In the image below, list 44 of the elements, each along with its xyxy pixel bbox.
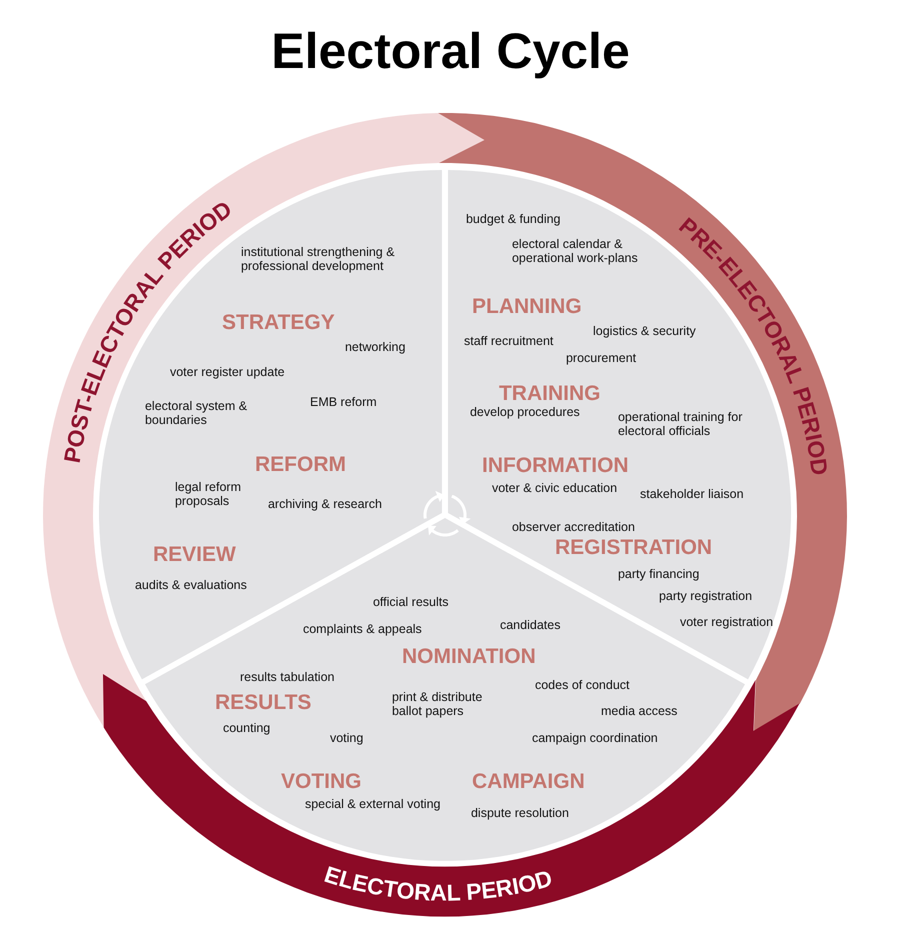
activity-label: develop procedures — [470, 404, 580, 419]
period-label: ELECTORAL PERIOD — [322, 861, 556, 906]
diagram-title: Electoral Cycle — [271, 23, 630, 79]
activity-label: archiving & research — [268, 496, 382, 511]
activity-label: EMB reform — [310, 394, 377, 409]
activity-label: staff recruitment — [464, 334, 554, 348]
activity-label: networking — [344, 340, 406, 354]
activity-label: counting — [222, 721, 270, 735]
phase-heading: NOMINATION — [402, 646, 536, 668]
phase-heading: STRATEGY — [222, 312, 335, 334]
phase-heading: REFORM — [254, 454, 346, 476]
activity-label: voting — [330, 731, 364, 745]
activity-label: party registration — [658, 588, 752, 603]
activity-label: electoral calendar & operational work-plans — [512, 236, 639, 265]
activity-label: budget & funding — [466, 212, 561, 226]
phase-heading: CAMPAIGN — [472, 771, 585, 793]
activity-label: codes of conduct — [534, 678, 630, 692]
activity-label: operational training for electoral officials — [618, 410, 744, 438]
activity-label: results tabulation — [240, 670, 334, 684]
activity-label: official results — [372, 595, 448, 609]
activity-label: campaign coordination — [532, 731, 658, 745]
phase-heading: VOTING — [280, 771, 362, 793]
phase-heading: REVIEW — [152, 544, 236, 566]
activity-label: procurement — [566, 350, 636, 365]
activity-label: stakeholder liaison — [640, 486, 744, 501]
activity-label: observer accreditation — [512, 520, 635, 534]
activity-label: voter register update — [170, 364, 285, 379]
phase-heading: REGISTRATION — [554, 536, 712, 559]
activity-label: media access — [600, 704, 678, 718]
activity-label: legal reform proposals — [174, 480, 242, 508]
activity-label: voter & civic education — [492, 480, 618, 495]
activity-label: voter registration — [680, 614, 774, 629]
phase-heading: RESULTS — [214, 692, 312, 714]
phase-heading: PLANNING — [472, 296, 582, 318]
phase-heading: INFORMATION — [482, 454, 629, 477]
activity-label: dispute resolution — [470, 806, 569, 820]
activity-label: party financing — [618, 566, 700, 581]
activity-label: print & distribute ballot papers — [392, 690, 484, 718]
activity-label: complaints & appeals — [302, 622, 422, 636]
activity-label: institutional strengthening & professional development — [240, 244, 396, 273]
activity-label: audits & evaluations — [134, 578, 247, 592]
activity-label: special & external voting — [304, 797, 440, 811]
activity-label: candidates — [500, 618, 560, 632]
phase-heading: TRAINING — [498, 382, 600, 405]
